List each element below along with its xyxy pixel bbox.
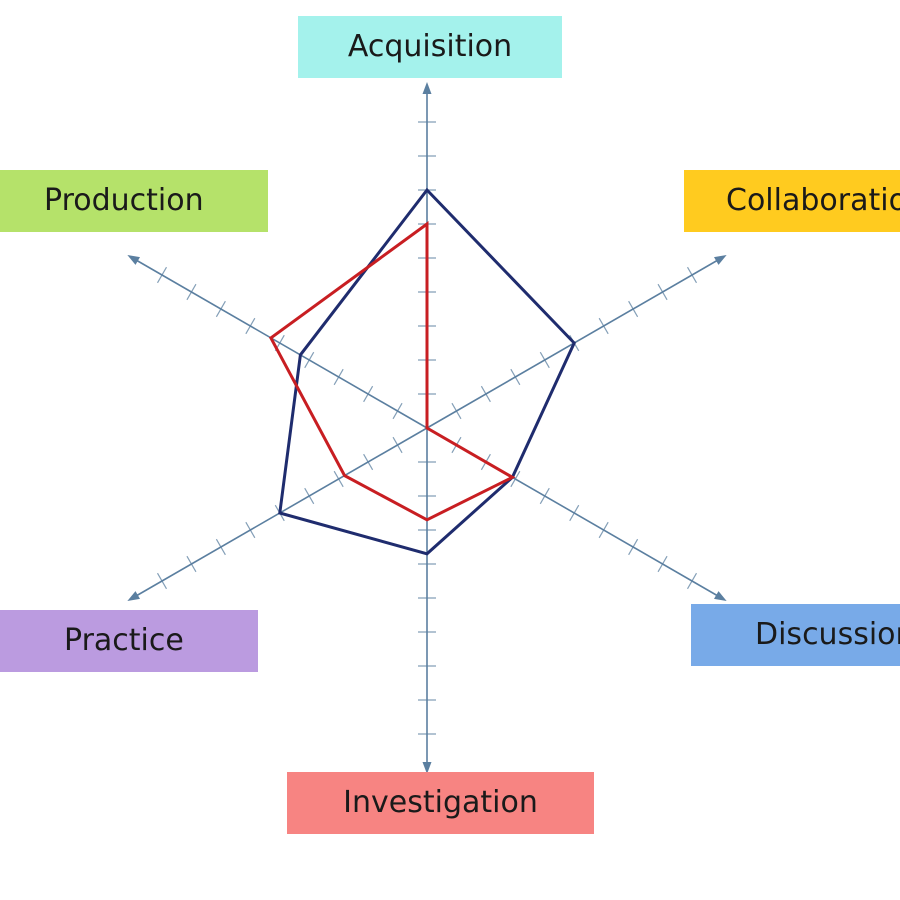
axis-arrowhead [127,591,140,601]
axis-tick [304,487,315,505]
axis-tick [628,538,639,556]
axis-arrowhead [714,591,727,601]
axis-tick [510,470,521,488]
category-label-investigation: Investigation [287,772,594,834]
axis-tick [186,555,197,573]
axis-tick [304,351,315,369]
axis-arrowhead [422,82,432,94]
axis-tick [451,402,462,420]
axis-arrowhead [127,255,140,265]
axis-tick [480,385,491,403]
axis-tick [215,538,226,556]
axis-tick [569,504,580,522]
category-label-acquisition: Acquisition [298,16,562,78]
axis-tick [245,317,256,335]
axis-tick [392,402,403,420]
series-polygon-2 [268,221,516,522]
axis-tick [392,436,403,454]
axis-tick [156,572,168,590]
axis-collaboration [426,255,727,429]
axis-tick [686,572,698,590]
axis-tick [245,521,256,539]
axis-tick [363,453,374,471]
axis-tick [186,283,197,301]
axis-tick [510,368,521,386]
axis-arrowhead [422,762,432,774]
axis-tick [628,300,639,318]
axis-tick [686,266,698,284]
category-label-collaboration: Collaboration [684,170,900,232]
axis-tick [215,300,226,318]
axis-tick [598,317,609,335]
axis-tick [657,555,668,573]
axis-tick [657,283,668,301]
axis-tick [333,368,344,386]
axis-practice [127,427,428,601]
axis-tick [363,385,374,403]
series-polygon-1 [278,187,576,556]
category-label-production: Production [0,170,268,232]
axis-tick [333,470,344,488]
axis-tick [598,521,609,539]
category-label-discussion: Discussion [691,604,900,666]
axis-arrowhead [714,255,727,265]
axis-tick [539,351,550,369]
category-label-practice: Practice [0,610,258,672]
axis-investigation [418,428,436,774]
axis-tick [539,487,550,505]
axis-production [127,255,428,429]
axis-tick [156,266,168,284]
